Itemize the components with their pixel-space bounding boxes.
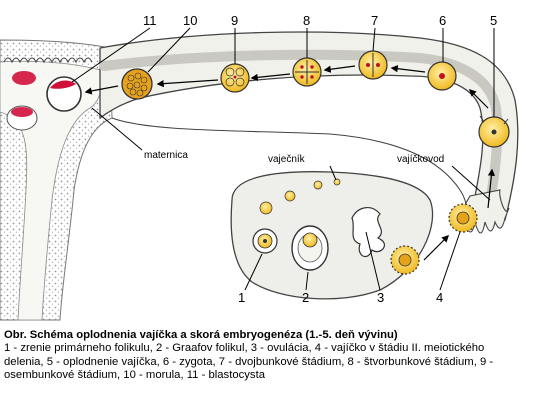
ovulation-rupture [351, 207, 385, 258]
stage-numbers: 11 10 9 8 7 6 5 1 2 3 4 [143, 13, 497, 305]
stage-number-3: 3 [377, 290, 384, 305]
tube-lumen [99, 49, 503, 219]
morula [121, 68, 153, 100]
graafian-follicle [291, 225, 329, 271]
stage-number-11: 11 [143, 13, 157, 28]
caption-text: 1 - zrenie primárneho folikulu, 2 - Graa… [4, 342, 494, 382]
stage-number-7: 7 [371, 13, 378, 28]
four-cell-stage [292, 57, 322, 87]
figure-caption: Obr. Schéma oplodnenia vajíčka a skorá e… [4, 329, 524, 383]
caption-title: Obr. Schéma oplodnenia vajíčka a skorá e… [4, 329, 398, 341]
ligament [111, 117, 468, 233]
fallopian-tube [99, 31, 519, 234]
label-maternica: maternica [144, 150, 188, 161]
label-vajickovod: vajíčkovod [397, 154, 444, 165]
stage-number-9: 9 [231, 13, 238, 28]
blastocyst [46, 76, 82, 112]
cells [46, 50, 510, 275]
zygote [427, 61, 457, 91]
stage-number-2: 2 [302, 290, 309, 305]
oocyte-meiosis-ii [448, 203, 478, 233]
ovulated-oocyte [390, 245, 420, 275]
embryogenesis-diagram: 11 10 9 8 7 6 5 1 2 3 4 maternica vaječn… [0, 13, 519, 321]
stage-number-10: 10 [183, 13, 197, 28]
stage-number-6: 6 [439, 13, 446, 28]
movement-arrows [84, 65, 495, 261]
stage-number-8: 8 [303, 13, 310, 28]
stage-number-1: 1 [238, 290, 245, 305]
eight-cell-stage [220, 63, 250, 93]
uterus [0, 39, 113, 321]
fertilization-cell [478, 115, 510, 148]
endometrium-folds [3, 57, 93, 64]
stage-number-4: 4 [436, 290, 443, 305]
two-cell-stage [358, 50, 388, 80]
implantation-site-upper [12, 71, 36, 85]
ovary-outline [230, 171, 434, 300]
stage-number-5: 5 [490, 13, 497, 28]
primary-follicle [252, 228, 278, 254]
label-vajecnik: vaječník [268, 154, 306, 165]
leader-lines [71, 27, 495, 291]
ovary [230, 171, 434, 300]
